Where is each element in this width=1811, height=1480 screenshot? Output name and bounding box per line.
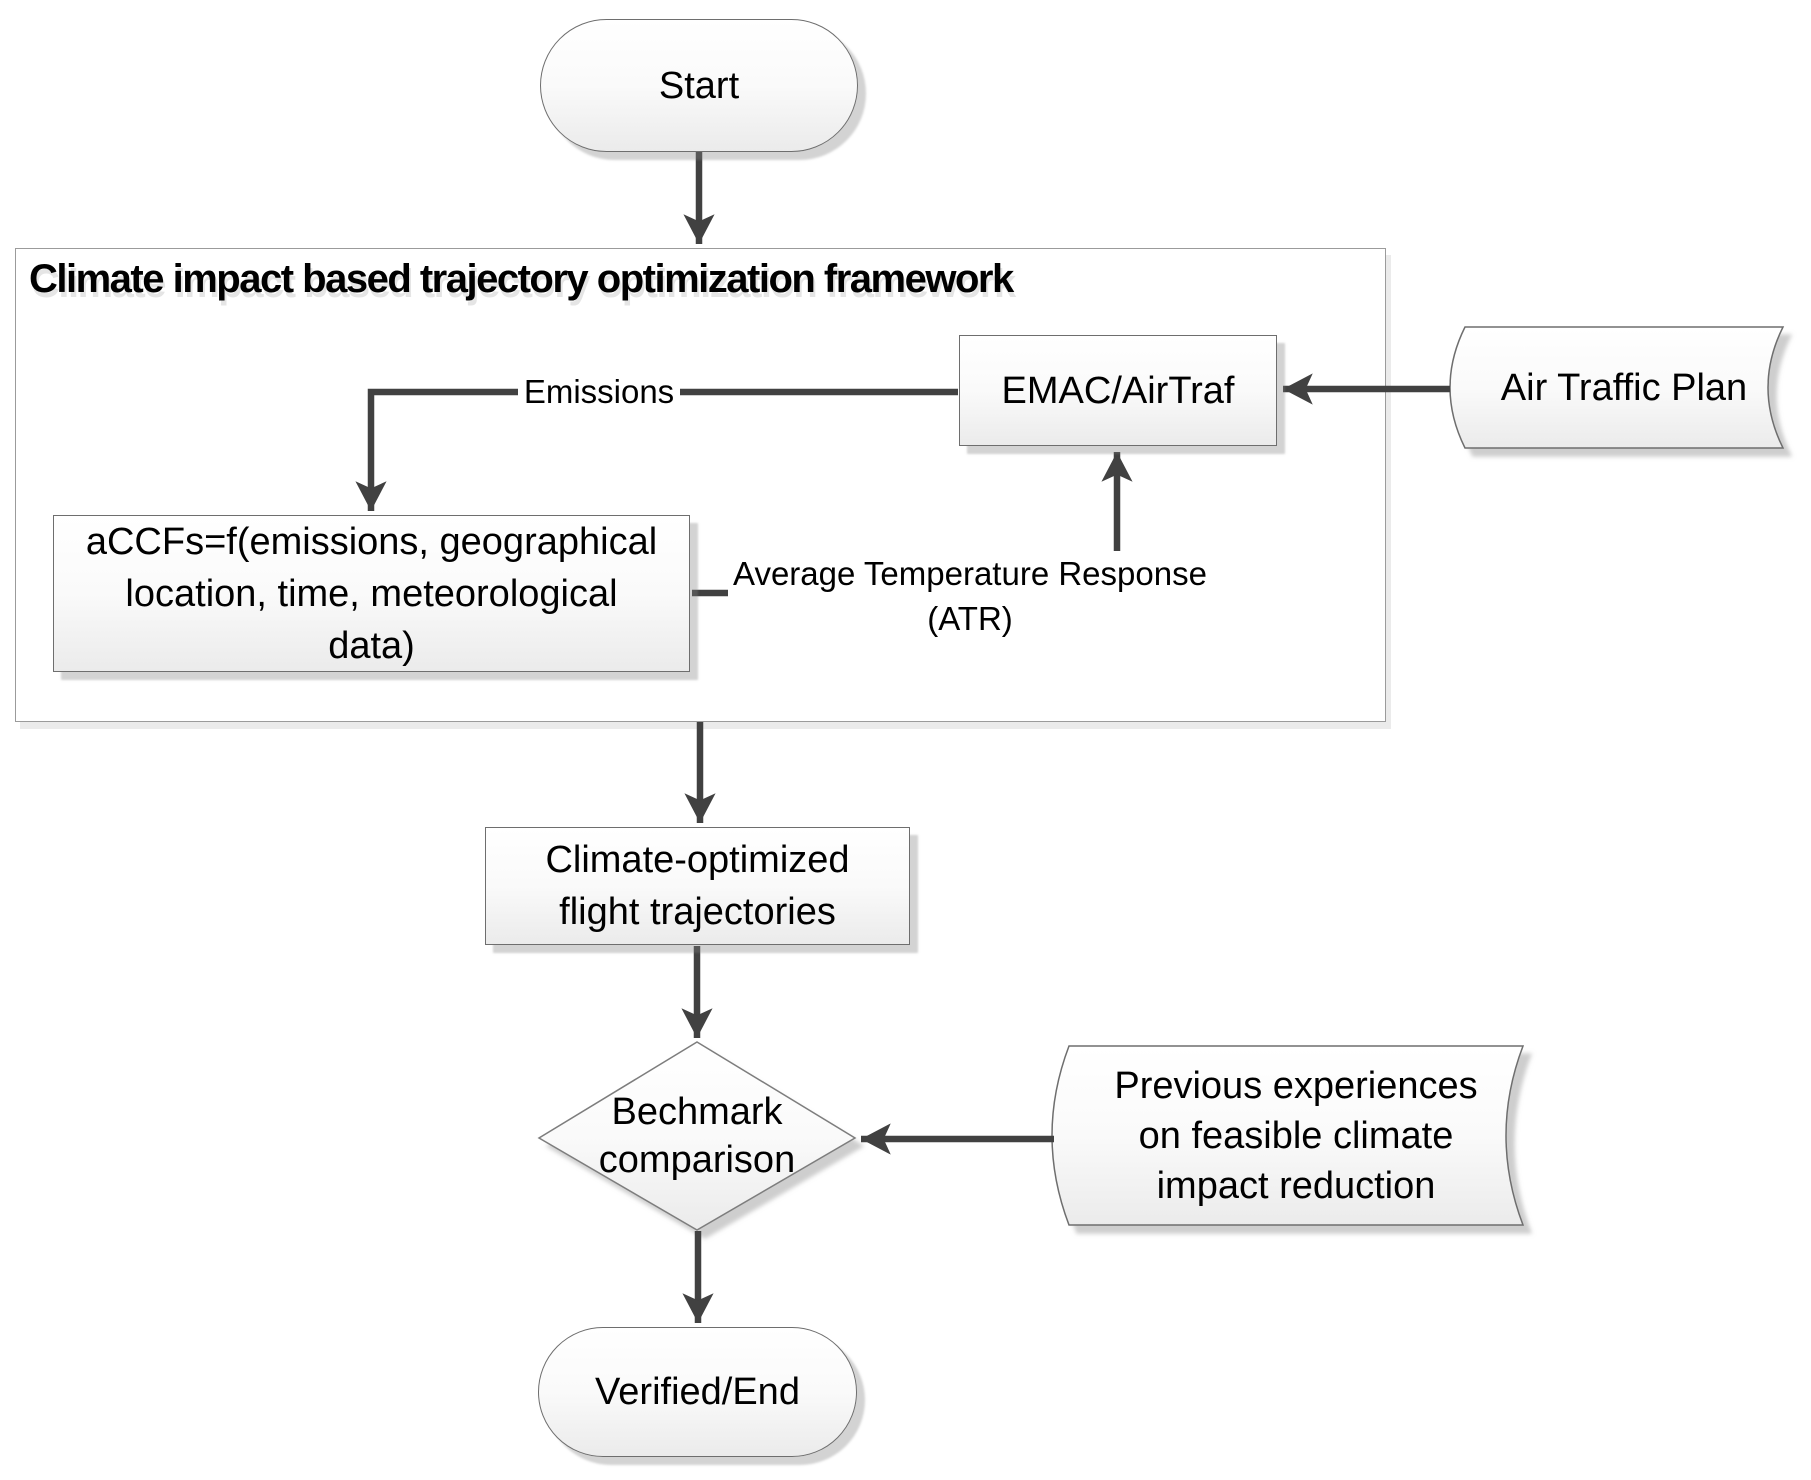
framework-title: Climate impact based trajectory optimiza… <box>29 257 1014 301</box>
verified-end-node-label: Verified/End <box>595 1371 800 1413</box>
air-traffic-plan-label: Air Traffic Plan <box>1500 366 1748 409</box>
previous-experiences-shape <box>1051 1045 1525 1226</box>
benchmark-comparison-node: Bechmark comparison <box>598 1091 796 1181</box>
verified-end-node: Verified/End <box>538 1327 857 1457</box>
start-node-label: Start <box>658 64 740 107</box>
atr-edge-label: Average Temperature Response (ATR) <box>728 551 1212 641</box>
emac-airtraf-node: EMAC/AirTraf <box>959 335 1277 446</box>
climate-optimized-node: Climate-optimized flight trajectories <box>485 827 910 945</box>
air-traffic-plan-shape <box>1449 326 1785 449</box>
emissions-edge-label: Emissions <box>518 371 680 413</box>
accfs-node-label: aCCFs=f(emissions, geographical location… <box>85 520 658 667</box>
benchmark-diamond-shape <box>537 1041 857 1231</box>
climate-optimized-node-label: Climate-optimized flight trajectories <box>545 839 850 933</box>
start-node: Start <box>540 19 858 152</box>
emac-airtraf-node-label: EMAC/AirTraf <box>1001 369 1235 412</box>
edge-emac-to-accfs-emissions <box>355 388 958 511</box>
previous-experiences-node: Previous experiences on feasible climate… <box>1114 1064 1478 1207</box>
air-traffic-plan-node: Air Traffic Plan <box>1465 327 1783 448</box>
accfs-node: aCCFs=f(emissions, geographical location… <box>53 515 690 672</box>
